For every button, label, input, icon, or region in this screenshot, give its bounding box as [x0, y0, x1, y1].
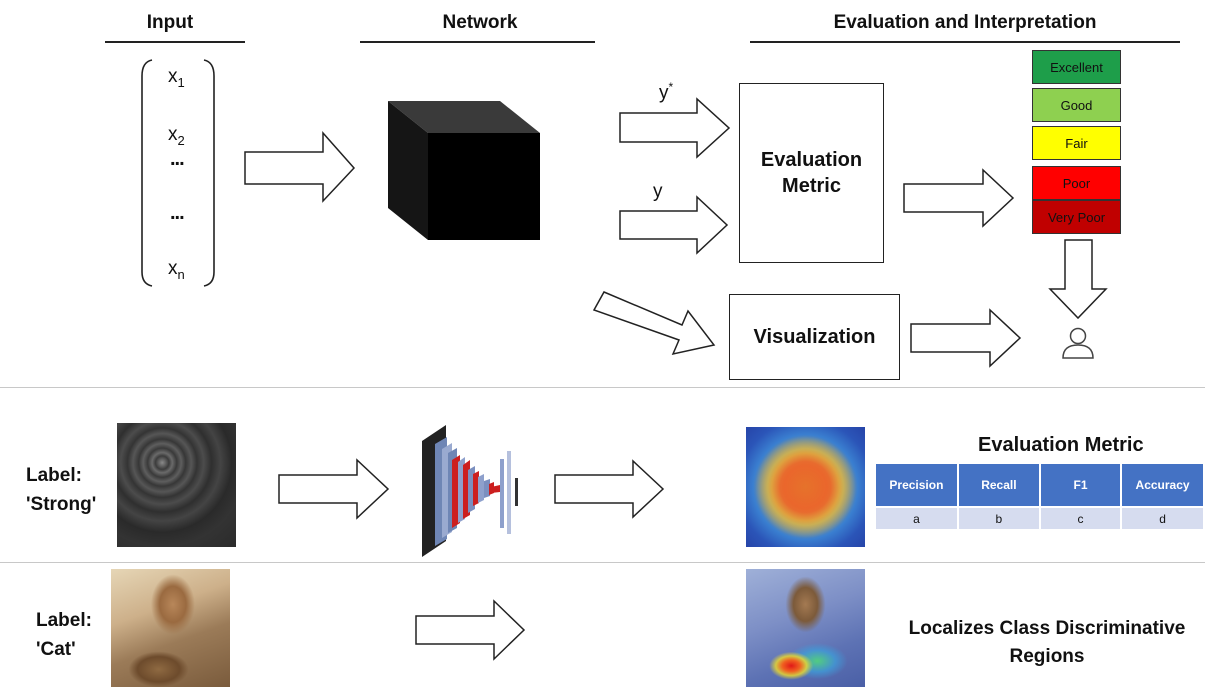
row3-caption: Localizes Class Discriminative Regions	[898, 615, 1196, 671]
ystar-var: y	[659, 82, 669, 104]
evaluation-metric-box: Evaluation Metric	[739, 83, 884, 263]
dog-cat-photo	[111, 569, 230, 687]
row2-label-line1: Label:	[26, 465, 82, 486]
arrow-metric-to-ratings	[903, 168, 1015, 228]
user-icon	[1062, 327, 1094, 359]
header-network-rule	[360, 41, 595, 43]
row2-label: Label: 'Strong'	[26, 461, 96, 519]
xn-var: x	[168, 258, 178, 279]
rating-good: Good	[1032, 88, 1121, 122]
metric-table-value-row: a b c d	[876, 508, 1203, 529]
input-ellipsis-2: ...	[170, 202, 185, 224]
header-network: Network	[442, 12, 518, 33]
left-bracket	[141, 59, 153, 287]
x2-var: x	[168, 124, 178, 145]
ystar-sup: *	[668, 80, 674, 94]
separator-top	[0, 387, 1205, 388]
row3-caption-line1: Localizes Class Discriminative	[908, 618, 1186, 639]
header-evaluation-rule	[750, 41, 1180, 43]
row2-label-line2: 'Strong'	[26, 494, 97, 515]
metric-value-c: c	[1040, 508, 1121, 529]
arrow-visualization-to-user	[910, 308, 1022, 368]
row3-label: Label: 'Cat'	[36, 606, 92, 664]
input-xn: xn	[168, 258, 185, 282]
rating-fair: Fair	[1032, 126, 1121, 160]
header-evaluation: Evaluation and Interpretation	[833, 12, 1097, 33]
input-x1: x1	[168, 66, 185, 90]
metric-header-accuracy: Accuracy	[1122, 464, 1203, 506]
visualization-box: Visualization	[729, 294, 900, 380]
x1-sub: 1	[177, 74, 185, 90]
diffraction-image	[117, 423, 236, 547]
arrow-row3	[415, 599, 526, 661]
x1-var: x	[168, 66, 178, 87]
label-ystar: y*	[659, 80, 673, 104]
label-y: y	[653, 181, 663, 202]
arrow-ystar	[619, 97, 731, 159]
row3-caption-line2: Regions	[1009, 646, 1085, 667]
arrow-ratings-to-user	[1048, 239, 1108, 320]
gradcam-heatmap	[746, 569, 865, 687]
evaluation-metric-line2: Metric	[782, 175, 841, 197]
metric-table-header-row: Precision Recall F1 Accuracy	[876, 464, 1203, 506]
row3-label-line1: Label:	[36, 610, 92, 631]
right-bracket	[203, 59, 215, 287]
arrow-input-to-network	[244, 131, 356, 203]
metric-header-recall: Recall	[958, 464, 1039, 506]
rating-very-poor: Very Poor	[1032, 200, 1121, 234]
rating-poor: Poor	[1032, 166, 1121, 200]
header-input-rule	[105, 41, 245, 43]
input-ellipsis-1: ...	[170, 148, 185, 170]
arrow-row2-input-to-cnn	[278, 458, 390, 520]
x2-sub: 2	[177, 132, 185, 148]
evaluation-metric-line1: Evaluation	[760, 149, 863, 171]
input-x2: x2	[168, 124, 185, 148]
heatmap-diffraction	[746, 427, 865, 547]
metric-value-d: d	[1122, 508, 1203, 529]
rating-excellent: Excellent	[1032, 50, 1121, 84]
metric-value-a: a	[876, 508, 957, 529]
row2-metric-title: Evaluation Metric	[978, 434, 1144, 456]
metric-header-f1: F1	[1040, 464, 1121, 506]
metric-value-b: b	[958, 508, 1039, 529]
header-input: Input	[146, 12, 194, 33]
cnn-architecture-icon	[422, 425, 518, 557]
network-cube-icon	[388, 101, 540, 240]
arrow-y	[619, 195, 729, 255]
arrow-row2-cnn-to-heatmap	[554, 459, 665, 519]
metric-header-precision: Precision	[876, 464, 957, 506]
xn-sub: n	[177, 266, 185, 282]
row3-label-line2: 'Cat'	[36, 639, 76, 660]
metric-table: Precision Recall F1 Accuracy a b c d	[874, 462, 1205, 531]
arrow-to-visualization	[592, 291, 716, 356]
separator-middle	[0, 562, 1205, 563]
